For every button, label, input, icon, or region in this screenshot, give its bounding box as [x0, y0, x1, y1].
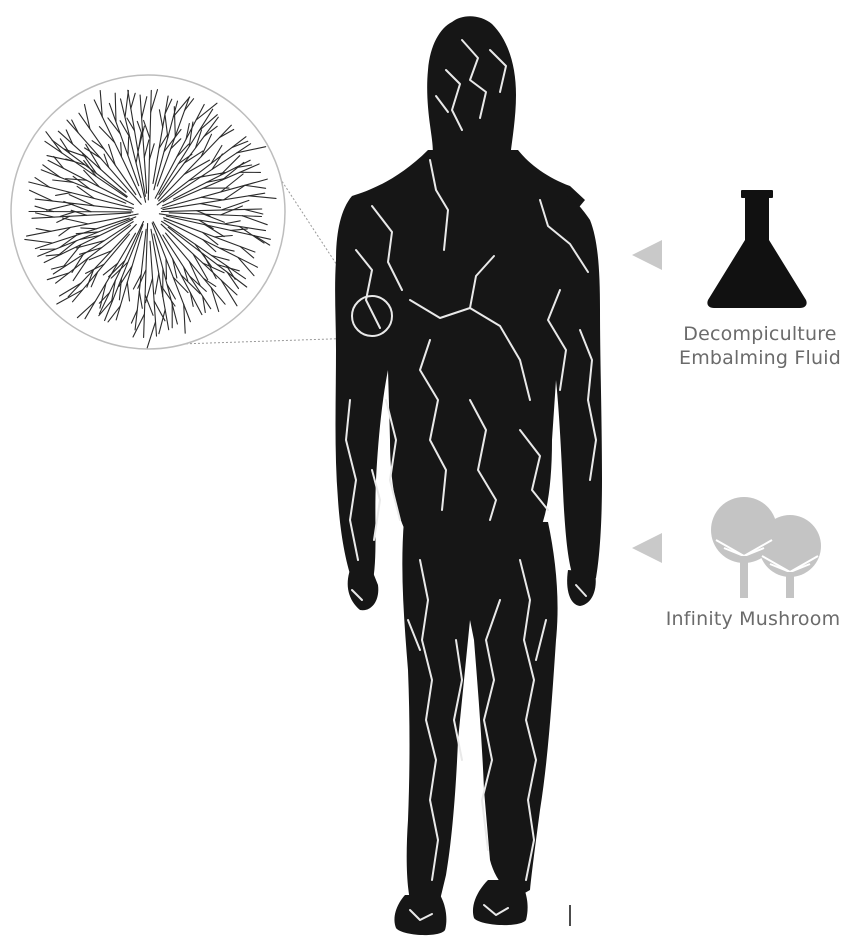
fluid-label-line1: Decompiculture [660, 322, 860, 346]
arrow-left-icon [632, 240, 662, 270]
arrow-left-icon [632, 533, 662, 563]
fluid-label-line2: Embalming Fluid [660, 346, 860, 370]
hypha-branch [40, 249, 56, 250]
mushroom-icon [711, 497, 821, 598]
magnifier-circle [11, 75, 285, 349]
flask-icon [707, 190, 806, 308]
body-suit [335, 16, 602, 935]
hypha-branch [166, 259, 167, 280]
infinity-mushroom-label: Infinity Mushroom [642, 608, 864, 630]
embalming-fluid-label: Decompiculture Embalming Fluid [660, 322, 860, 370]
